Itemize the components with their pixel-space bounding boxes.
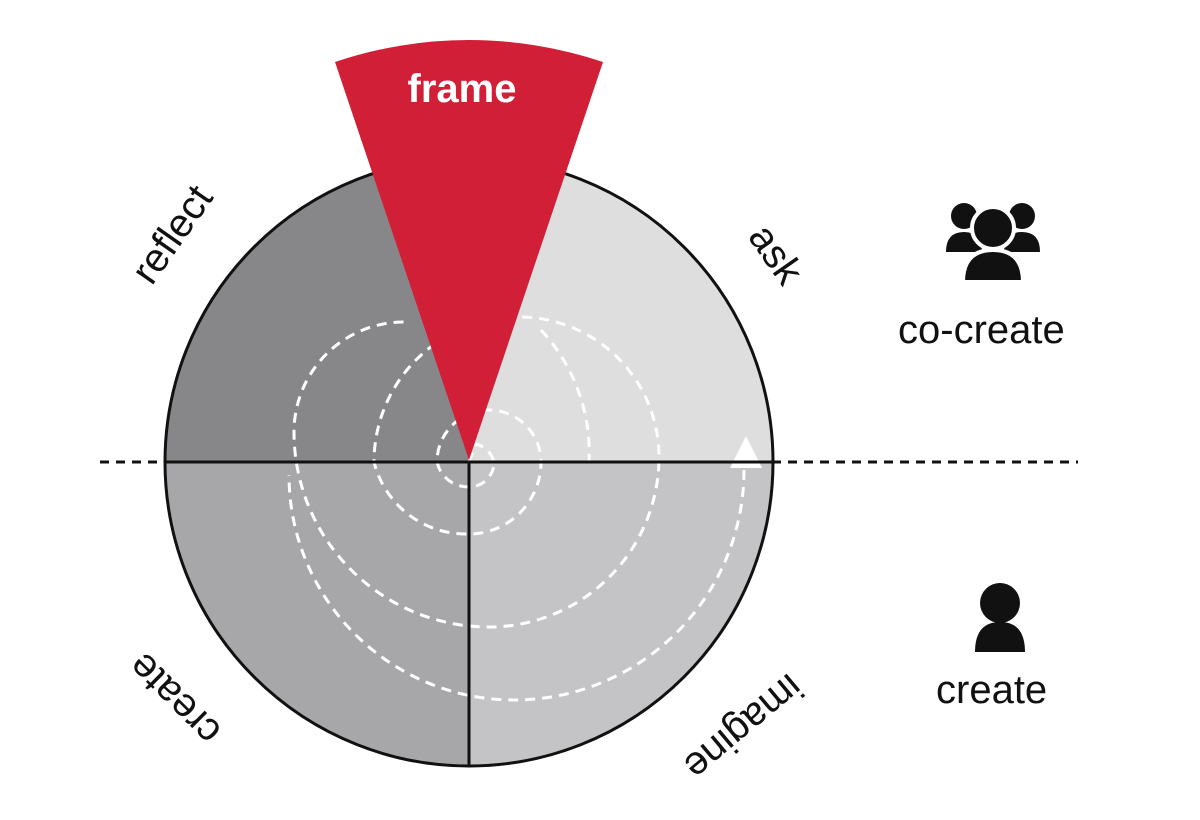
spiral-path: [287, 315, 746, 702]
label-ask: ask: [740, 216, 812, 293]
group-icon: [946, 203, 1040, 284]
frame-wedge: [335, 40, 603, 460]
label-create-quadrant: create: [120, 644, 230, 754]
label-frame: frame: [408, 67, 517, 111]
quadrant-imagine: [469, 462, 773, 766]
label-imagine: imagine: [676, 665, 812, 789]
quadrant-create: [165, 462, 469, 766]
spiral-arrowhead: [730, 436, 762, 468]
label-reflect: reflect: [123, 177, 222, 291]
co-create-label: co-create: [898, 308, 1065, 352]
create-label: create: [936, 668, 1048, 712]
person-icon: [975, 583, 1025, 652]
